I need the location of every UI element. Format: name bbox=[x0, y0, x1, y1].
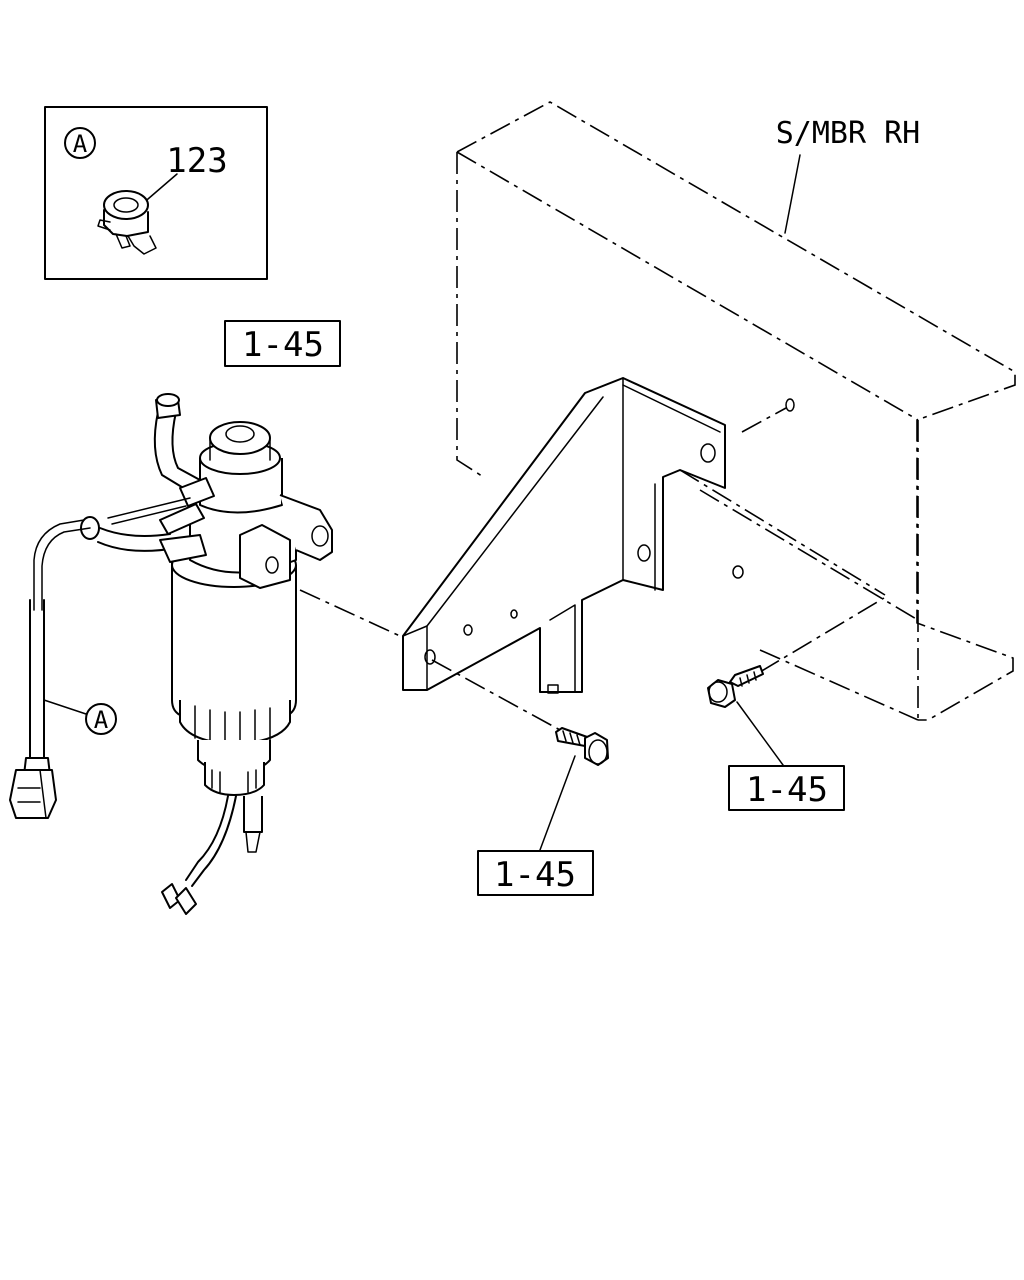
bolt-left-ref-box: 1-45 bbox=[477, 850, 594, 896]
bolt-right-icon bbox=[707, 665, 764, 708]
mounting-bracket bbox=[402, 377, 744, 694]
side-member-label: S/MBR RH bbox=[776, 116, 921, 151]
side-member-rh bbox=[456, 101, 1016, 721]
fuel-filter-assembly bbox=[33, 393, 333, 915]
filter-ref-box: 1-45 bbox=[224, 320, 341, 367]
connector-icon bbox=[9, 769, 57, 819]
bolt-left-leader bbox=[539, 755, 576, 851]
bolt-alignment-right bbox=[759, 597, 885, 673]
bolt-right-leader bbox=[736, 701, 784, 766]
harness-marker-circle bbox=[85, 703, 117, 735]
bolt-right-ref-label: 1-45 bbox=[746, 770, 828, 810]
harness-marker-leader bbox=[43, 699, 87, 715]
wire-harness bbox=[9, 599, 57, 819]
filter-bracket-alignment bbox=[299, 589, 401, 637]
bolt-left-icon bbox=[555, 727, 609, 766]
bolt-left-ref-label: 1-45 bbox=[494, 855, 576, 895]
side-member-leader bbox=[784, 154, 801, 234]
hose-clip-icon bbox=[97, 190, 157, 255]
inset-circle-marker bbox=[64, 127, 96, 159]
inset-circle-letter: A bbox=[73, 130, 88, 158]
harness-marker-letter: A bbox=[94, 706, 109, 734]
inset-detail-a: A 123 bbox=[44, 106, 268, 280]
bolt-right-ref-box: 1-45 bbox=[728, 765, 845, 811]
bolt-alignment-left bbox=[431, 659, 561, 731]
filter-ref-label: 1-45 bbox=[242, 325, 324, 365]
